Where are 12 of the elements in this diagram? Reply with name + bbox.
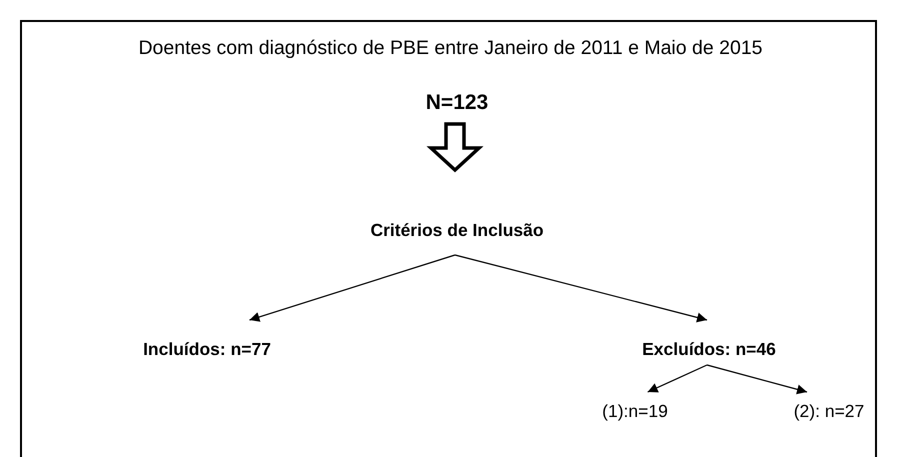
arrow	[454, 254, 708, 322]
node-label: Excluídos: n=46	[641, 339, 777, 360]
node-label: N=123	[424, 91, 490, 115]
arrow	[249, 254, 456, 322]
arrow	[706, 364, 808, 394]
node-label: (1):n=19	[601, 401, 669, 422]
block-arrow	[426, 122, 484, 172]
node-label: (2): n=27	[792, 401, 866, 422]
node-label: Incluídos: n=77	[142, 339, 272, 360]
title-text: Doentes com diagnóstico de PBE entre Janeiro de 2011 e Maio de 2015	[137, 37, 764, 60]
arrow	[647, 364, 708, 393]
node-label: Critérios de Inclusão	[369, 220, 545, 241]
